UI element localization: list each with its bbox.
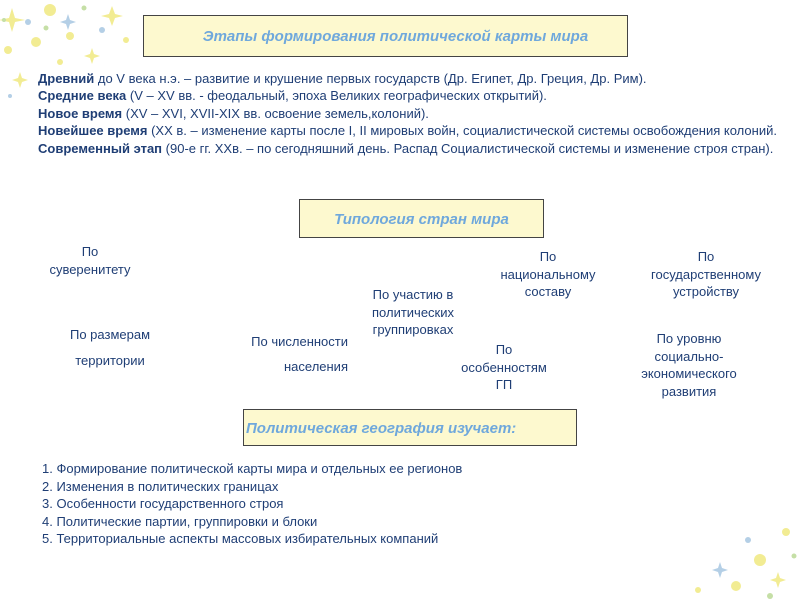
typology-label: суверенитету [49, 261, 131, 277]
star-decoration [12, 72, 28, 88]
dot-decoration [745, 537, 751, 543]
dot-decoration [767, 593, 773, 599]
dot-decoration [782, 528, 790, 536]
typology-label: По [539, 249, 557, 264]
typology-development: По уровню социально- экономического разв… [624, 330, 754, 400]
list-item: 3. Особенности государственного строя [42, 496, 284, 512]
era-text: (XV – XVI, XVII-XIX вв. освоение земель,… [122, 105, 429, 121]
dot-decoration [4, 46, 12, 54]
era-middle-ages: Средние века (V – XV вв. - феодальный, э… [38, 87, 778, 104]
era-name: Средние века [38, 88, 127, 104]
typology-label: По [697, 249, 715, 264]
typology-label: государственному [651, 266, 761, 282]
typology-label: населения [283, 359, 348, 374]
star-decoration [84, 48, 100, 64]
dot-decoration [791, 553, 797, 559]
typology-governance: По государственному устройству [626, 248, 786, 301]
typology-label: По участию в [372, 287, 454, 302]
typology-population: По численности населения [212, 329, 348, 379]
era-name: Новое время [38, 105, 123, 121]
star-decoration [0, 8, 25, 32]
dot-decoration [66, 32, 74, 40]
list-item: 5. Территориальные аспекты массовых изби… [42, 531, 439, 547]
dot-decoration [731, 581, 741, 591]
era-contemporary: Современный этап (90-е гг. XXв. – по сег… [38, 140, 778, 157]
era-name: Древний [38, 71, 95, 86]
era-text: (90-е гг. XXв. – по сегодняшний день. Ра… [162, 140, 774, 156]
dot-decoration [2, 18, 6, 22]
list-item: 4. Политические партии, группировки и бл… [42, 513, 318, 529]
page-title: Этапы формирования политической карты ми… [143, 15, 628, 57]
era-text: (XX в. – изменение карты после I, II мир… [147, 123, 777, 139]
typology-sovereignty: По суверенитету [30, 243, 150, 278]
list-item: 2. Изменения в политических границах [42, 478, 279, 494]
star-decoration [60, 14, 76, 30]
era-modern: Новое время (XV – XVI, XVII-XIX вв. осво… [38, 105, 778, 122]
typology-label: По размерам [69, 327, 151, 342]
dot-decoration [99, 27, 105, 33]
typology-label: По [81, 244, 99, 259]
typology-nationality: По национальному составу [478, 248, 618, 301]
typology-title: Типология стран мира [299, 199, 544, 238]
star-decoration [101, 6, 123, 26]
typology-label: По уровню [656, 331, 722, 346]
dot-decoration [44, 4, 56, 16]
dot-decoration [695, 587, 701, 593]
era-text: до V века н.э. – развитие и крушение пер… [94, 71, 647, 86]
era-name: Современный этап [38, 140, 163, 156]
typology-label: ГП [495, 377, 513, 392]
typology-label: группировках [372, 322, 454, 337]
typology-label: политических [372, 304, 454, 320]
typology-label: устройству [672, 284, 740, 299]
dot-decoration [81, 5, 87, 11]
dot-decoration [8, 94, 12, 98]
dot-decoration [57, 59, 63, 65]
eras-section: Древний до V века н.э. – развитие и круш… [38, 70, 778, 157]
typology-label: территории [75, 353, 145, 368]
typology-geoposition: По особенностям ГП [444, 341, 564, 394]
era-name: Новейшее время [38, 123, 148, 139]
political-geography-title: Политическая география изучает: [243, 409, 577, 446]
star-decoration [770, 572, 786, 588]
typology-label: национальному [500, 266, 596, 282]
era-text: (V – XV вв. - феодальный, эпоха Великих … [126, 88, 547, 104]
typology-label: особенностям [461, 359, 547, 375]
era-ancient: Древний до V века н.э. – развитие и круш… [38, 70, 778, 87]
dot-decoration [25, 19, 31, 25]
typology-label: По численности [251, 334, 348, 349]
typology-area: По размерам территории [50, 322, 170, 374]
dot-decoration [43, 25, 49, 31]
era-newest: Новейшее время (XX в. – изменение карты … [38, 122, 778, 139]
typology-label: социально- [654, 348, 724, 364]
typology-label: экономического [641, 366, 737, 381]
dot-decoration [31, 37, 41, 47]
dot-decoration [754, 554, 766, 566]
list-item: 1. Формирование политической карты мира … [42, 461, 463, 476]
typology-blocs: По участию в политических группировках [353, 286, 473, 339]
typology-label: развития [661, 383, 717, 399]
studies-list: 1. Формирование политической карты мира … [42, 460, 462, 548]
typology-label: составу [524, 284, 572, 299]
typology-label: По [495, 342, 513, 357]
star-decoration [712, 562, 728, 578]
dot-decoration [123, 37, 129, 43]
